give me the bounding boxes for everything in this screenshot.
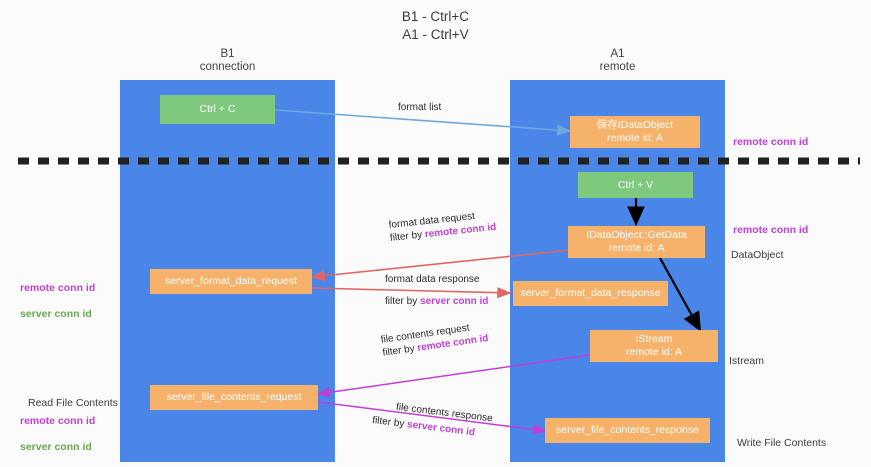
box-ctrl-v[interactable]: Ctrl + V <box>578 172 693 198</box>
box-ctrl-c[interactable]: Ctrl + C <box>160 95 275 124</box>
box-server-format-data-response-label: server_format_data_response <box>520 287 661 299</box>
lane-header-b1: B1 connection <box>199 48 256 73</box>
box-server-file-contents-response-label: server_file_contents_response <box>555 424 699 436</box>
box-server-format-data-response[interactable]: server_format_data_response <box>513 281 668 306</box>
left-label-conn-ids-file: remote conn id server conn id <box>20 402 95 467</box>
right-label-remote-conn-id-mid: remote conn id <box>733 224 809 236</box>
box-drop-idataobject[interactable]: 保存IDataObject remote id: A <box>570 116 700 148</box>
box-drop-idataobject-title: 保存IDataObject <box>596 119 674 131</box>
edge-label-file-contents-response: file contents response filter by server … <box>371 398 494 441</box>
box-istream-subtitle: remote id: A <box>625 346 683 358</box>
left-label-conn-ids-format: remote conn id server conn id <box>20 269 95 334</box>
box-server-file-contents-request-label: server_file_contents_request <box>166 391 302 403</box>
box-server-format-data-request-label: server_format_data_request <box>165 275 297 287</box>
edge-label-format-data-response-filter: filter by server conn id <box>385 296 489 307</box>
box-drop-idataobject-subtitle: remote id: A <box>606 132 664 144</box>
left-label-server-conn-id: server conn id <box>20 308 92 320</box>
box-server-file-contents-response[interactable]: server_file_contents_response <box>545 418 710 443</box>
edge-label-format-data-request: format data request filter by remote con… <box>388 208 497 245</box>
right-label-istream: Istream <box>729 355 765 367</box>
right-label-write-file-contents: Write File Contents <box>737 437 827 449</box>
box-ctrl-c-label: Ctrl + C <box>199 103 236 115</box>
box-server-format-data-request[interactable]: server_format_data_request <box>150 269 312 294</box>
edge-label-file-contents-request: file contents request filter by remote c… <box>380 319 489 360</box>
edge-label-format-data-response: format data response filter by server co… <box>385 273 488 308</box>
box-ctrl-v-label: Ctrl + V <box>617 178 654 191</box>
left-label-server-conn-id-2: server conn id <box>20 441 92 453</box>
box-idataobject-getdata[interactable]: IDataObject::GetData remote id: A <box>568 226 705 258</box>
right-label-remote-conn-id-top: remote conn id <box>733 136 809 148</box>
left-label-remote-conn-id-2: remote conn id <box>20 415 96 427</box>
right-label-dataobject: DataObject <box>731 249 784 261</box>
box-idataobject-getdata-subtitle: remote id: A <box>608 242 665 254</box>
box-istream-title: IStream <box>635 333 673 345</box>
lane-header-a1: A1 remote <box>599 48 636 73</box>
box-idataobject-getdata-title: IDataObject::GetData <box>586 229 687 241</box>
box-istream[interactable]: IStream remote id: A <box>590 330 718 362</box>
edge-label-format-list-text: format list <box>398 102 442 113</box>
edge-label-format-data-response-text: format data response <box>385 274 480 285</box>
diagram-title: B1 - Ctrl+C A1 - Ctrl+V <box>401 9 470 42</box>
left-label-remote-conn-id: remote conn id <box>20 282 96 294</box>
filter-key-server-conn-id: server conn id <box>420 296 489 307</box>
edge-label-format-list: format list <box>398 101 441 114</box>
box-server-file-contents-request[interactable]: server_file_contents_request <box>150 385 318 410</box>
left-label-read-file-contents: Read File Contents <box>28 397 118 409</box>
